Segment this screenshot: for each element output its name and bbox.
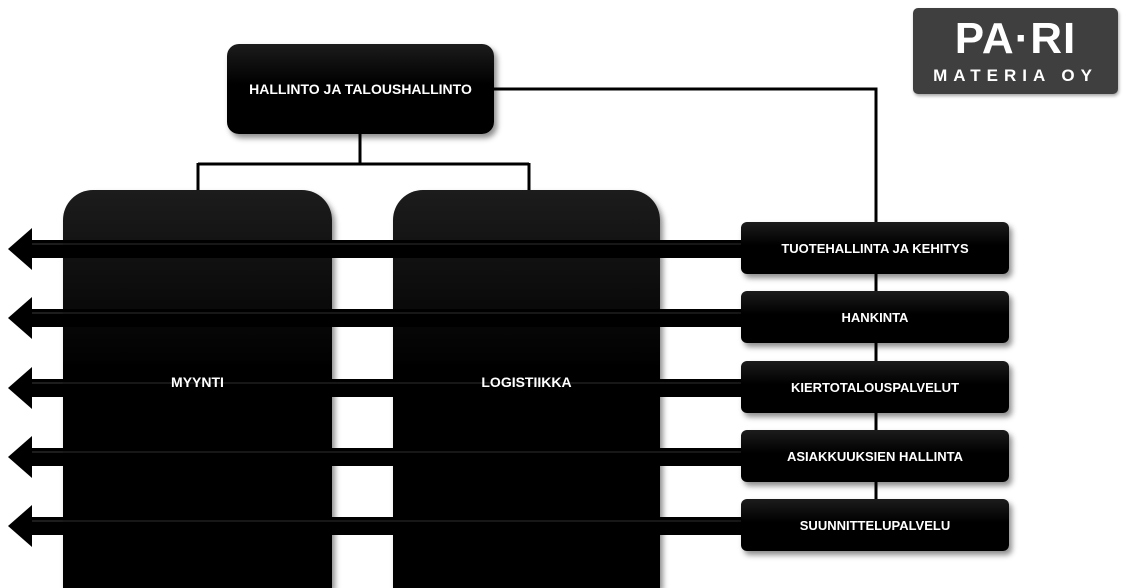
logo-subtitle: MATERIA OY xyxy=(933,66,1098,85)
service-label: HANKINTA xyxy=(841,309,909,325)
admin-finance-box: HALLINTO JA TALOUSHALLINTO xyxy=(227,44,494,134)
service-label: KIERTOTALOUSPALVELUT xyxy=(790,379,960,395)
service-label: ASIAKKUUKSIEN HALLINTA xyxy=(787,448,963,464)
service-box-customer-management: ASIAKKUUKSIEN HALLINTA xyxy=(741,430,1009,482)
service-box-design-services: SUUNNITTELUPALVELU xyxy=(741,499,1009,551)
service-box-circular-economy: KIERTOTALOUSPALVELUT xyxy=(741,361,1009,413)
admin-finance-label: HALLINTO JA TALOUSHALLINTO xyxy=(249,81,472,97)
service-label: TUOTEHALLINTA JA KEHITYS xyxy=(781,240,969,256)
sales-label-text: MYYNTI xyxy=(171,374,224,390)
connector-admin-to-services xyxy=(494,87,878,222)
service-label: SUUNNITTELUPALVELU xyxy=(799,517,951,533)
service-box-product-management: TUOTEHALLINTA JA KEHITYS xyxy=(741,222,1009,274)
logistics-label-overlay: LOGISTIIKKA xyxy=(393,370,660,394)
company-logo: PA·RI MATERIA OY xyxy=(913,8,1118,94)
logistics-label-text: LOGISTIIKKA xyxy=(481,374,572,390)
sales-label-overlay: MYYNTI xyxy=(63,370,332,394)
service-box-procurement: HANKINTA xyxy=(741,291,1009,343)
logo-wordmark: PA·RI xyxy=(954,14,1077,63)
